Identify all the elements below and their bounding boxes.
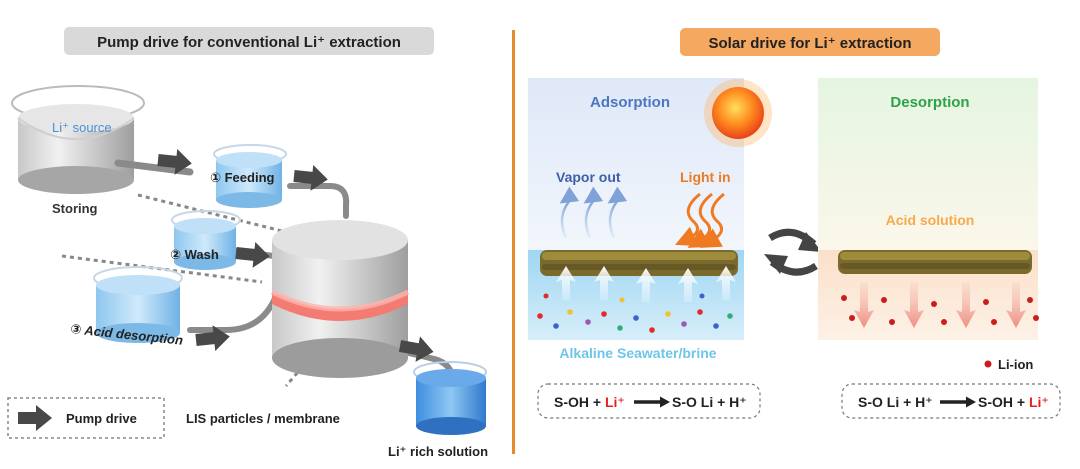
solar-panel: Solar drive for Li⁺ extraction Adsorptio… — [528, 28, 1061, 419]
guide-line — [284, 317, 346, 387]
reaction-arrow-icon — [940, 396, 976, 408]
pump-panel: Pump drive for conventional Li⁺ extracti… — [7, 27, 488, 459]
step2-label: ② Wash — [170, 247, 219, 262]
pump-title-bg — [64, 27, 434, 55]
up-arrows — [556, 266, 736, 302]
feeding-beaker — [213, 144, 287, 208]
reactor-cylinder — [270, 220, 410, 378]
pump-arrow — [195, 325, 230, 352]
acid-label: Acid solution — [886, 212, 975, 228]
light-arrow — [699, 192, 725, 248]
storing-label: Storing — [52, 201, 98, 216]
solar-title: Solar drive for Li⁺ extraction — [709, 35, 912, 52]
vapor-arrow — [559, 186, 580, 239]
legend-box — [7, 397, 165, 439]
acid-beaker — [93, 266, 183, 343]
seawater-label: Alkaline Seawater/brine — [559, 345, 716, 361]
desorbent-layer — [838, 250, 1032, 274]
step1-label: ① Feeding — [210, 170, 275, 185]
legend-label: Pump drive — [66, 411, 137, 426]
vapor-arrow — [583, 186, 604, 239]
pipe — [287, 183, 350, 219]
desorption-label: Desorption — [890, 94, 969, 111]
pump-arrow — [398, 336, 434, 362]
rich-label: Li⁺ rich solution — [388, 444, 488, 459]
legend-arrow-icon — [18, 405, 52, 431]
seawater-ions — [537, 293, 733, 333]
equation-1: S-OH + Li⁺ — [554, 394, 625, 410]
guide-line — [137, 193, 287, 234]
pump-title: Pump drive for conventional Li⁺ extracti… — [97, 34, 401, 51]
guide-line — [61, 254, 263, 284]
desorption-bg — [818, 78, 1038, 250]
equation-2-reactant: S-O Li + H⁺ — [858, 394, 933, 410]
sun-icon — [704, 79, 772, 147]
reaction-arrow-icon — [634, 396, 670, 408]
equation-2: S-OH + Li⁺ — [978, 394, 1049, 410]
rich-solution-beaker — [413, 361, 487, 435]
acid-li-ions — [841, 295, 1039, 325]
storing-tank — [11, 85, 145, 194]
equation-1-product: S-O Li + H⁺ — [672, 394, 747, 410]
wash-beaker — [171, 210, 241, 270]
vapor-arrow — [607, 186, 628, 239]
li-ion-legend-label: Li-ion — [998, 357, 1033, 372]
cycle-arrows-icon — [764, 228, 822, 276]
source-label: Li⁺ source — [52, 120, 112, 135]
solar-title-bg — [680, 28, 940, 56]
down-arrows — [854, 282, 1026, 328]
panel-divider — [512, 30, 515, 454]
membrane-ring — [272, 292, 408, 321]
pump-arrow — [157, 148, 192, 175]
light-label: Light in — [680, 169, 731, 185]
membrane-label: LIS particles / membrane — [186, 411, 340, 426]
adsorption-bg — [528, 78, 744, 250]
pump-arrow — [235, 241, 270, 268]
vapor-label: Vapor out — [556, 169, 621, 185]
pump-arrow — [293, 164, 328, 191]
li-ion-legend: Li-ion — [984, 357, 1033, 372]
adsorption-label: Adsorption — [590, 94, 670, 111]
